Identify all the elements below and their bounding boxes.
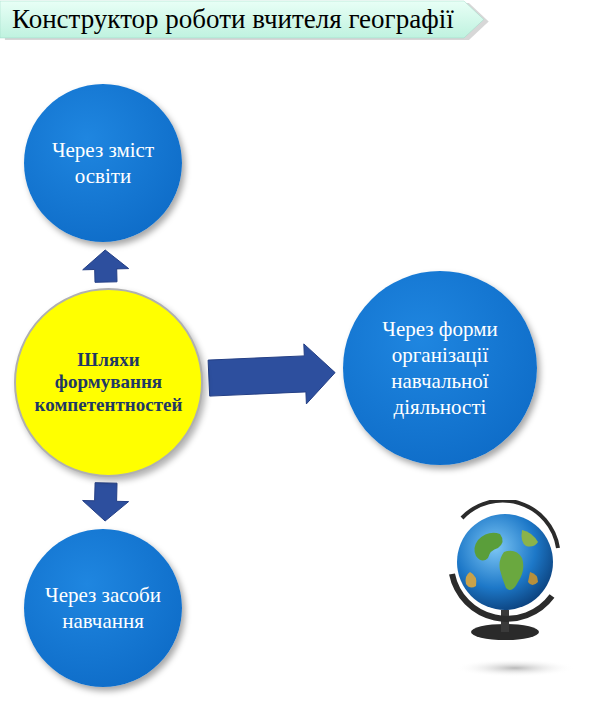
blue-circle: Через засоби навчання [24,529,182,687]
blue-circle: Через зміст освіти [24,84,182,242]
diagram-title: Конструктор роботи вчителя географії [0,0,494,41]
center-circle: Шляхи формування компетентностей [14,288,203,477]
node-label: Шляхи формування компетентностей [34,349,184,416]
title-banner: Конструктор роботи вчителя географії [0,0,494,41]
block-arrow [208,344,335,404]
node-label: Через форми організації навчальної діяль… [376,316,504,421]
node-label: Через зміст освіти [44,137,162,190]
globe-illustration [430,500,590,700]
blue-circle: Через форми організації навчальної діяль… [343,271,537,465]
node-label: Через засоби навчання [44,582,162,635]
block-arrow [83,483,129,521]
block-arrow [83,250,129,282]
